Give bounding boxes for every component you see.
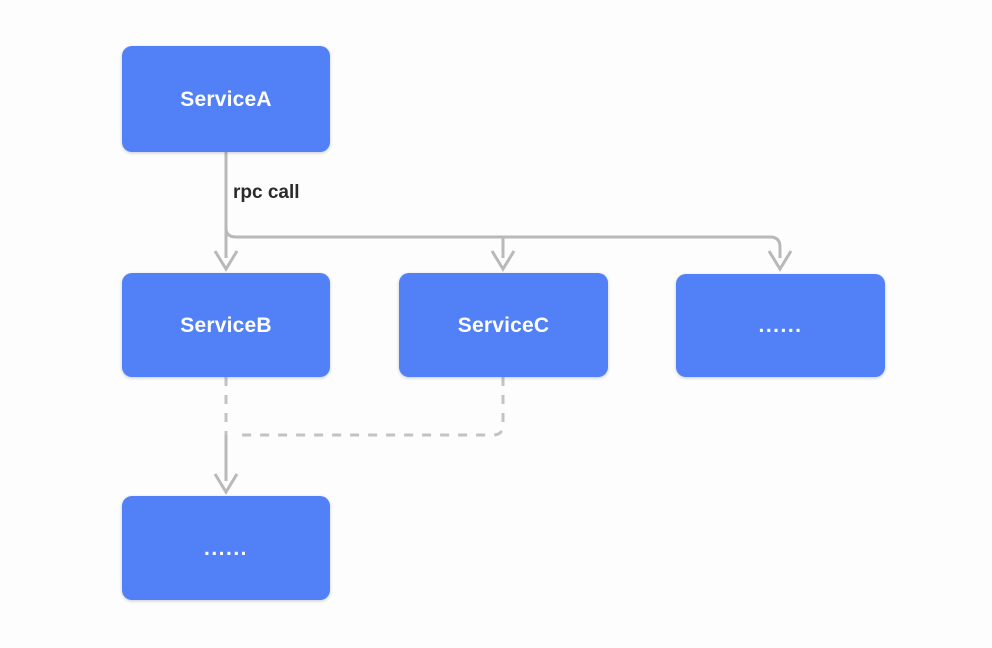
node-service-a[interactable]: ServiceA [122,46,330,152]
node-more-row2-label: ...... [758,314,803,337]
arrowhead-to-more-row3-icon [213,473,239,495]
edge-servicec-dashed-line [236,377,505,437]
node-service-c-label: ServiceC [457,313,550,337]
node-service-c[interactable]: ServiceC [399,273,608,377]
node-service-a-label: ServiceA [180,87,272,111]
edge-branch-bus-line [224,227,782,258]
node-more-row3[interactable]: ...... [122,496,330,600]
edge-label-rpc-call: rpc call [233,182,300,203]
arrowhead-to-more-row2-icon [767,250,793,272]
node-more-row2[interactable]: ...... [676,274,885,377]
arrowhead-to-serviceb-icon [213,250,239,272]
node-more-row3-label: ...... [203,536,248,560]
arrowhead-to-servicec-icon [490,250,516,272]
node-service-b[interactable]: ServiceB [122,273,330,377]
node-service-b-label: ServiceB [180,313,272,337]
